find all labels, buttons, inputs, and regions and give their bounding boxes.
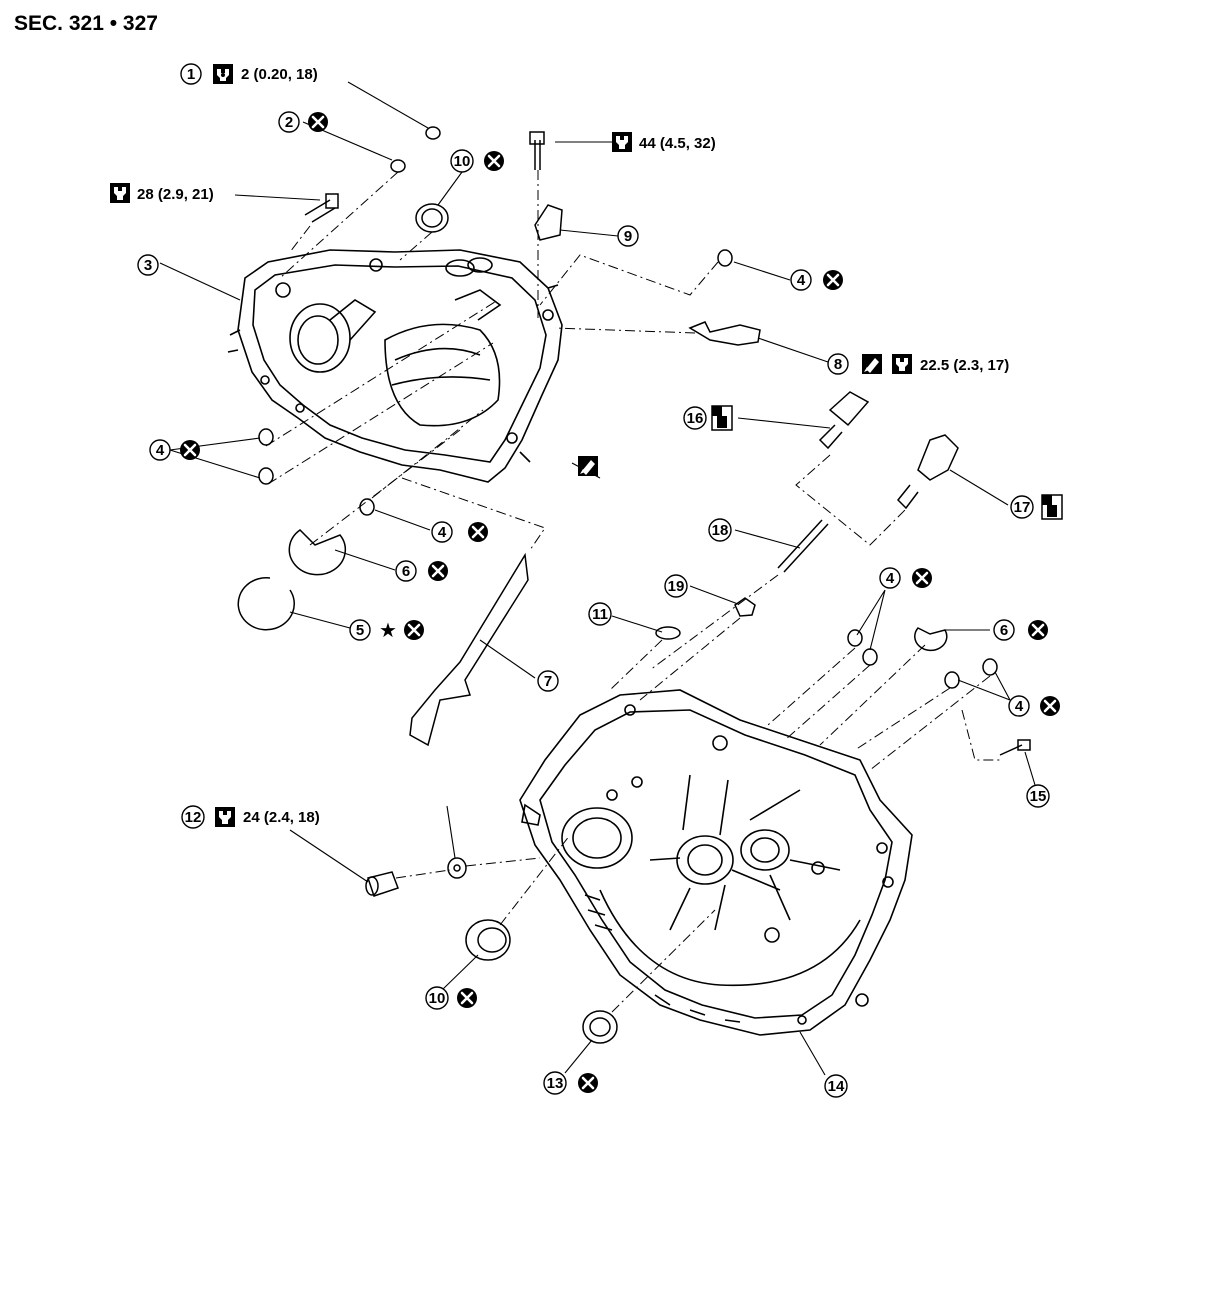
svg-text:4: 4 [886,570,895,587]
callout-19: 19 [664,574,688,598]
callout-10-upper: 10 [450,149,506,173]
svg-text:9: 9 [624,228,632,245]
svg-text:7: 7 [544,673,552,690]
sealant-icon [862,354,882,374]
do-not-reuse-icon [178,438,202,462]
callout-4-right: 4 [879,566,934,590]
callout-6-right: 6 [993,618,1050,642]
svg-text:4: 4 [797,272,806,289]
torque-loctite-icon [213,64,233,84]
callout-6-left: 6 [395,559,450,583]
svg-text:16: 16 [687,410,704,427]
do-not-reuse-icon [402,618,426,642]
do-not-reuse-icon [821,268,845,292]
transaxle-case-drawing [227,249,563,483]
do-not-reuse-icon [482,149,506,173]
svg-text:15: 15 [1030,788,1047,805]
do-not-reuse-icon [455,986,479,1010]
torque-spec-1: 2 (0.20, 18) [241,66,318,83]
svg-text:18: 18 [712,522,729,539]
do-not-reuse-icon [306,110,330,134]
svg-text:8: 8 [834,356,842,373]
callout-4-left: 4 [149,438,202,462]
svg-text:4: 4 [156,442,165,459]
callout-2-upper: 2 [278,110,330,134]
callout-14: 14 [824,1074,848,1098]
svg-text:19: 19 [668,578,685,595]
svg-text:5: 5 [356,622,364,639]
do-not-reuse-icon [466,520,490,544]
svg-text:10: 10 [454,153,471,170]
callout-10-lower: 10 [425,986,479,1010]
torque-spec-44: 44 (4.5, 32) [612,132,716,152]
torque-spec-8: 22.5 (2.3, 17) [920,357,1009,374]
svg-text:11: 11 [592,606,608,623]
do-not-reuse-icon [1038,694,1062,718]
sealant-mark-case [578,456,598,476]
callout-5: 5 ★ [349,618,426,642]
do-not-reuse-icon [576,1071,600,1095]
do-not-reuse-icon [1026,618,1050,642]
svg-text:17: 17 [1014,499,1031,516]
star-icon: ★ [379,620,397,642]
callout-13: 13 [543,1071,600,1095]
svg-text:44 (4.5, 32): 44 (4.5, 32) [639,135,716,152]
torque-icon [215,807,235,827]
svg-text:4: 4 [1015,698,1024,715]
callout-18: 18 [708,518,732,542]
phantom-lines [265,170,1002,1013]
svg-text:3: 3 [144,257,152,274]
callout-12: 12 24 (2.4, 18) [181,805,320,829]
do-not-reuse-icon [426,559,450,583]
callout-4-right-lower: 4 [1008,694,1062,718]
svg-text:10: 10 [429,990,446,1007]
svg-text:1: 1 [187,66,195,83]
svg-text:6: 6 [1000,622,1008,639]
torque-spec-28: 28 (2.9, 21) [110,183,214,203]
callout-8: 8 22.5 (2.3, 17) [827,353,1009,375]
callout-11: 11 [588,602,612,626]
callout-1: 1 2 (0.20, 18) [180,63,318,85]
torque-spec-12: 24 (2.4, 18) [243,809,320,826]
sealant-icon [578,456,598,476]
small-parts-drawing [237,126,1031,1044]
svg-text:2: 2 [285,114,293,131]
callout-4-upper-right: 4 [790,268,845,292]
section-title: SEC. 321 • 327 [14,12,158,35]
do-not-reuse-icon [910,566,934,590]
svg-text:4: 4 [438,524,447,541]
svg-text:28 (2.9, 21): 28 (2.9, 21) [137,186,214,203]
svg-text:14: 14 [828,1078,845,1095]
callout-17: 17 [1010,494,1063,520]
lubricant-icon [1041,494,1063,520]
callout-9: 9 [617,225,639,247]
svg-text:12: 12 [185,809,202,826]
torque-icon [612,132,632,152]
svg-text:13: 13 [547,1075,564,1092]
callout-4-middle: 4 [431,520,490,544]
svg-text:6: 6 [402,563,410,580]
clutch-housing-drawing [519,689,913,1036]
callout-7: 7 [537,670,559,692]
torque-icon [892,354,912,374]
lubricant-icon [711,405,733,431]
callout-16: 16 [683,405,733,431]
torque-icon [110,183,130,203]
callout-15: 15 [1026,784,1050,808]
callout-3: 3 [137,254,159,276]
